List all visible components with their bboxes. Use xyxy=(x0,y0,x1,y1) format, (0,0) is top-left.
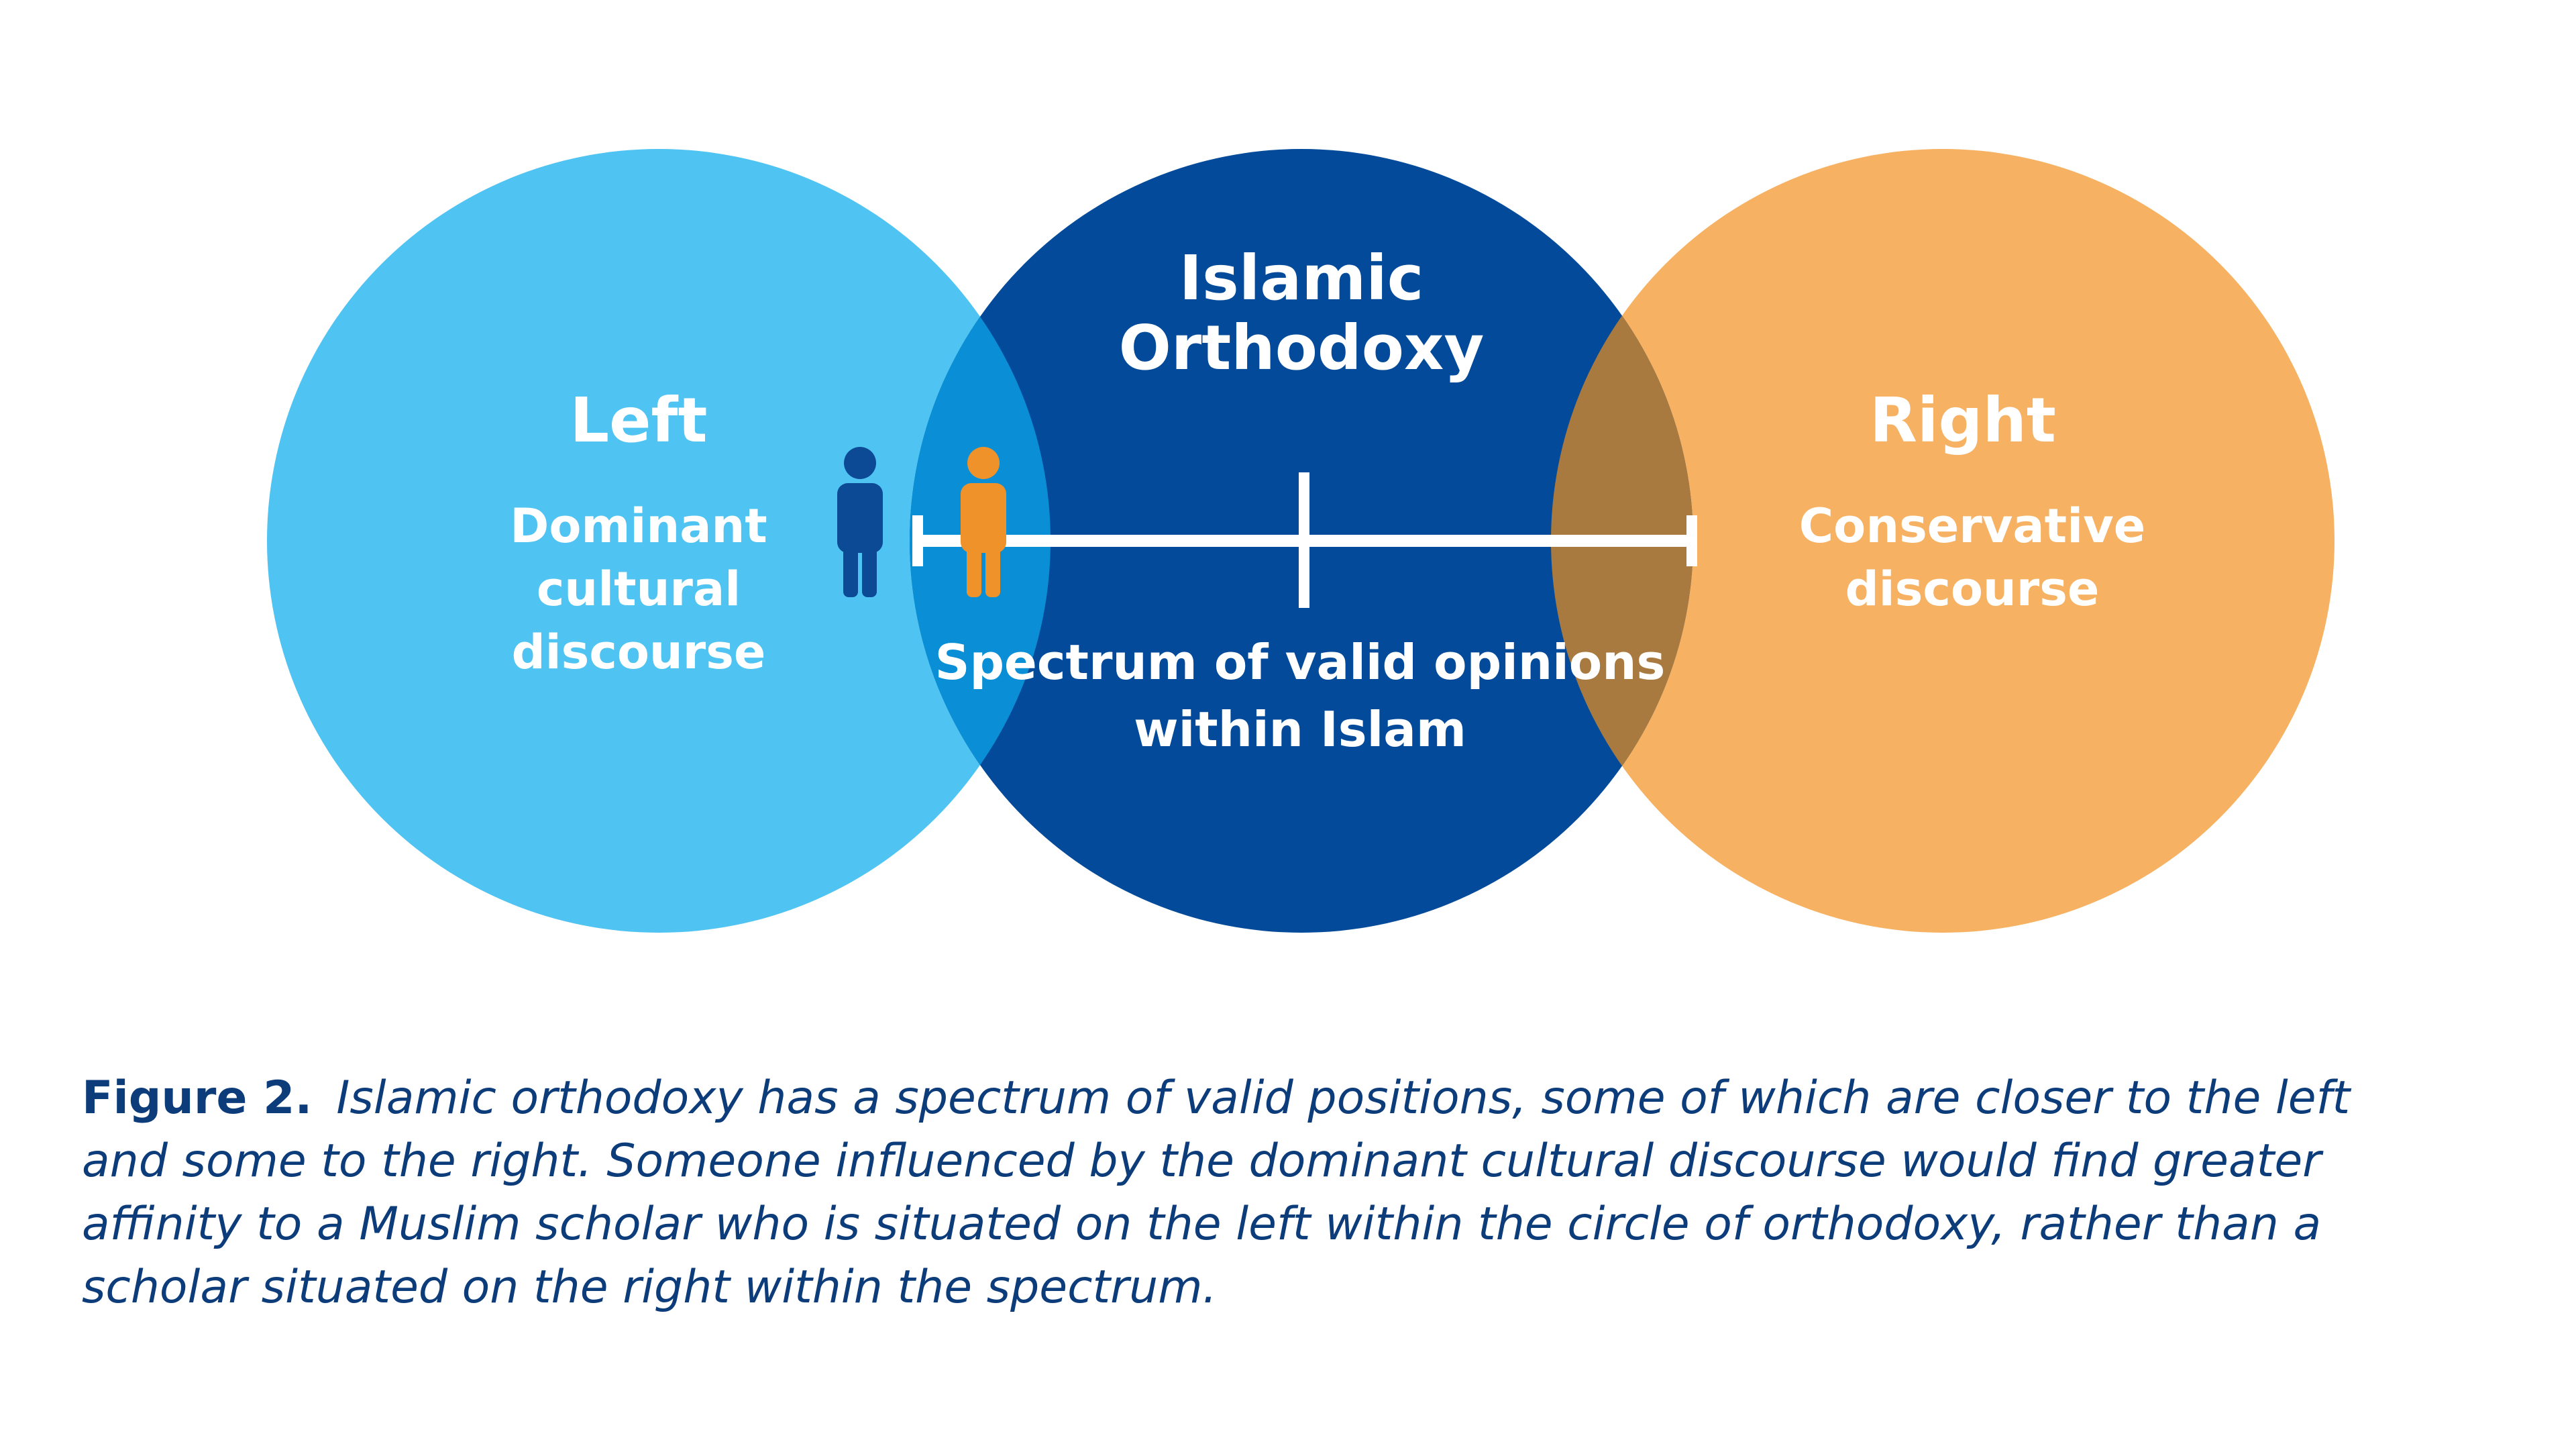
right-title: Right xyxy=(1870,384,2056,456)
center-title-line-1: Islamic xyxy=(1179,242,1424,314)
spectrum-line xyxy=(912,472,1697,608)
left-title: Left xyxy=(570,384,707,456)
right-subtitle-line-2: discourse xyxy=(1845,562,2100,617)
figure-caption: Figure 2.Islamic orthodoxy has a spectru… xyxy=(82,1067,2430,1319)
person-icon xyxy=(837,447,883,597)
spectrum-label-line-2: within Islam xyxy=(1134,701,1466,758)
spectrum-label-line-1: Spectrum of valid opinions xyxy=(935,634,1666,690)
left-subtitle-line-3: discourse xyxy=(512,625,766,680)
person-icon xyxy=(961,447,1006,597)
figure-caption-text: Islamic orthodoxy has a spectrum of vali… xyxy=(82,1072,2351,1314)
left-subtitle-line-1: Dominant xyxy=(510,499,767,554)
right-subtitle-line-1: Conservative xyxy=(1799,499,2145,554)
left-subtitle-line-2: cultural xyxy=(537,562,741,617)
center-title-line-2: Orthodoxy xyxy=(1119,312,1485,384)
venn-diagram: Left Dominant cultural discourse Islamic… xyxy=(267,149,2334,933)
figure-label: Figure 2. xyxy=(82,1072,313,1125)
left-circle xyxy=(267,149,1051,933)
right-circle xyxy=(1551,149,2334,933)
